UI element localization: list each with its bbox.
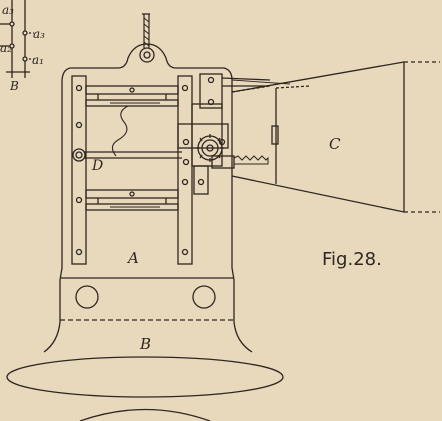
label-a1: a₁ xyxy=(32,53,44,67)
label-a-top: a₃ xyxy=(2,3,14,17)
gear-mechanism xyxy=(177,103,269,195)
lower-crossbar xyxy=(85,189,179,211)
label-inset-b: B xyxy=(9,79,19,93)
label-d: D xyxy=(91,158,103,174)
label-c: C xyxy=(329,135,341,153)
chamber-c xyxy=(231,61,440,213)
figure-caption: Fig.28. xyxy=(322,249,382,270)
label-a: A xyxy=(126,249,139,267)
upper-crossbar xyxy=(85,85,179,107)
label-a2: a₂ xyxy=(0,41,12,55)
rod-d xyxy=(72,148,182,162)
suspension-hook xyxy=(139,13,155,63)
housing-outline xyxy=(6,43,284,421)
frame-bars xyxy=(71,75,193,265)
label-b: B xyxy=(139,335,151,353)
wavy-element xyxy=(111,105,129,157)
inset-detail: a₃ a₃ a₂ a₁ B xyxy=(0,0,45,93)
label-a3: a₃ xyxy=(33,27,45,41)
